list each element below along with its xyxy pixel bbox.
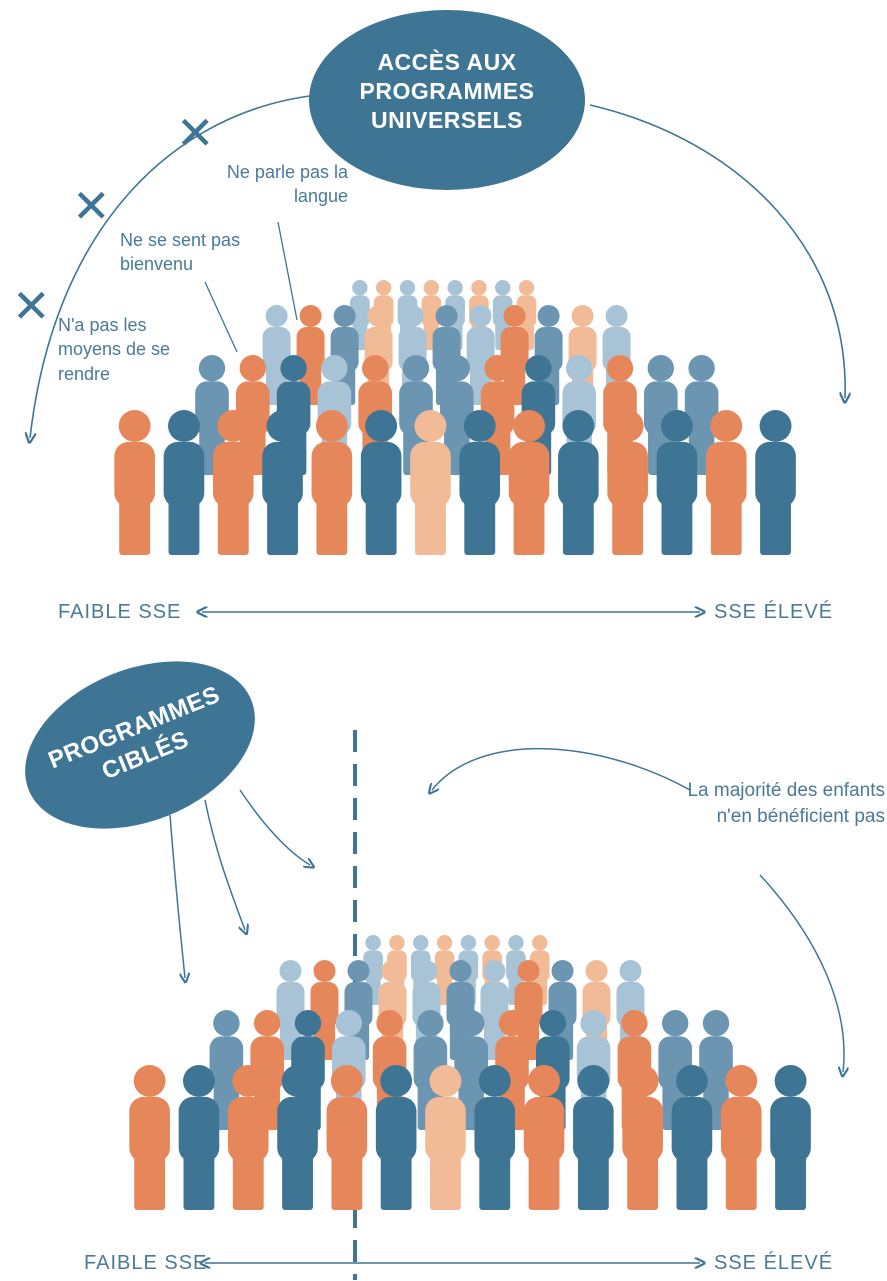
target-arrow-3 [239,789,310,865]
top-axis-left-label: FAIBLE SSE [58,601,182,623]
child-silhouette [163,410,205,555]
child-silhouette [277,1065,318,1210]
child-silhouette [671,1065,713,1210]
child-silhouette [375,1065,417,1210]
bottom-axis-left-label: FAIBLE SSE [84,1252,208,1274]
child-silhouette [310,960,339,1060]
child-silhouette [508,410,550,555]
majority-arc-top [432,748,691,790]
child-silhouette [425,1065,466,1210]
barrier-transport: N'a pas les moyens de se rendre [58,315,171,384]
top-axis-right-label: SSE ÉLEVÉ [714,601,834,623]
child-silhouette [360,410,402,555]
bottom-axis-right-label: SSE ÉLEVÉ [714,1252,834,1274]
left-access-arc [30,94,319,438]
child-silhouette [212,410,254,555]
child-silhouette [770,1065,811,1210]
child-silhouette [326,1065,368,1210]
child-silhouette [434,935,455,1005]
crowd-bottom [129,935,811,1210]
target-arrow-2 [204,799,245,930]
child-silhouette [755,410,796,555]
child-silhouette [656,410,698,555]
child-silhouette [459,410,501,555]
child-silhouette [178,1065,220,1210]
targeted-oval [25,661,255,829]
x-icon: ✕ [72,180,111,232]
barrier-language: Ne parle pas la langue [226,162,348,207]
child-silhouette [410,410,451,555]
child-silhouette [227,1065,269,1210]
barrier-welcome: Ne se sent pas bienvenu [120,230,241,275]
x-icon: ✕ [12,280,51,332]
universal-oval-title: ACCÈS AUX PROGRAMMES UNIVERSELS [359,49,535,133]
x-icon: ✕ [176,107,215,159]
child-silhouette [720,1065,762,1210]
child-silhouette [474,1065,516,1210]
pointer-language [277,221,298,321]
child-silhouette [573,1065,614,1210]
child-silhouette [705,410,747,555]
majority-note: La majorité des enfants n'en bénéficient… [687,780,885,827]
universal-programs-panel: ACCÈS AUX PROGRAMMES UNIVERSELS ✕ ✕ ✕ Ne… [0,0,887,640]
child-silhouette [129,1065,170,1210]
majority-arc-right [759,874,844,1072]
top-diagram-svg [0,10,887,640]
targeted-programs-panel: PROGRAMMES CIBLÉS La majorité des enfant… [0,640,887,1281]
child-silhouette [622,1065,663,1210]
right-access-arc [589,104,845,398]
crowd-top [114,280,796,555]
child-silhouette [523,1065,565,1210]
target-arrow-1 [169,814,185,978]
universal-oval [309,10,585,190]
bottom-diagram-svg [25,661,887,1280]
pointer-welcome [204,281,238,353]
child-silhouette [607,410,648,555]
child-silhouette [262,410,303,555]
child-silhouette [114,410,155,555]
child-silhouette [311,410,353,555]
child-silhouette [558,410,599,555]
